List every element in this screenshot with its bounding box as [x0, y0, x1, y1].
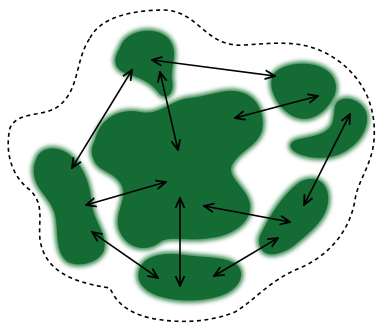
top-left-blob-fill	[115, 31, 174, 97]
left-blob	[34, 148, 105, 264]
top-left-blob	[115, 31, 174, 97]
top-right-blob	[271, 64, 336, 119]
bottom-blob	[138, 254, 241, 301]
bottom-blob-fill	[138, 254, 241, 301]
center-blob	[92, 91, 263, 248]
